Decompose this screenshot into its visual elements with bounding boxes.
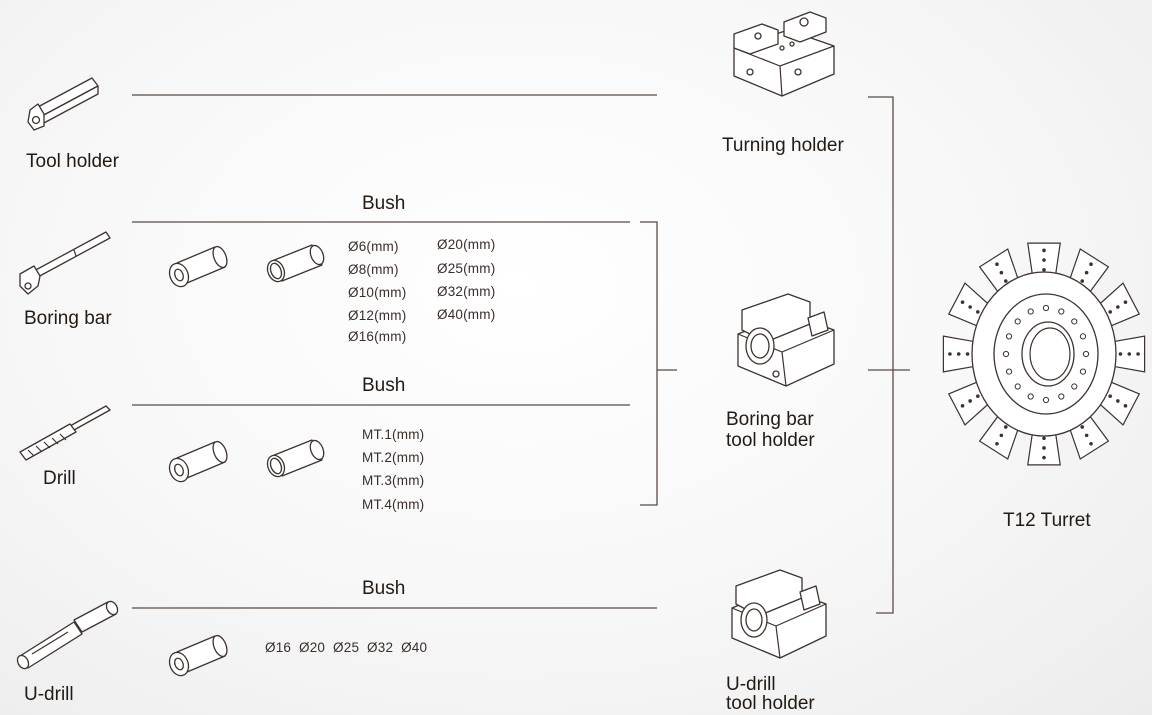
turret-bolt: [1116, 305, 1120, 309]
size-boring-6: Ø20(mm): [437, 237, 496, 252]
turret-bolt: [1080, 279, 1085, 283]
turret-bolt: [968, 305, 972, 309]
turret-bolt: [999, 433, 1004, 438]
turret-bolt: [960, 300, 965, 304]
turret-hole: [1079, 333, 1087, 340]
turret-bolt: [995, 441, 999, 446]
turning-holder-label: Turning holder: [722, 135, 844, 156]
turret-hole: [1014, 318, 1021, 325]
turret-bolt: [1042, 267, 1046, 272]
turret-bolt: [1089, 262, 1093, 267]
bush-icon: [266, 439, 325, 478]
turret-bolt: [960, 404, 965, 408]
size-u-drill: Ø16 Ø20 Ø25 Ø32 Ø40: [265, 640, 428, 655]
turret-bolt: [1084, 433, 1089, 438]
size-boring-5: Ø16(mm): [348, 329, 407, 344]
turret-bolt: [968, 399, 972, 403]
tool-holder-label: Tool holder: [26, 151, 119, 172]
bush-icon: [168, 245, 228, 288]
turret-bolt: [1042, 455, 1046, 460]
u-drill-holder-icon: [731, 569, 827, 659]
turret-hole: [1042, 304, 1050, 312]
turret-bolt: [1042, 446, 1046, 450]
turret-icon: [942, 242, 1146, 466]
size-drill-2: MT.2(mm): [362, 450, 425, 465]
turret-hole: [1079, 368, 1087, 375]
turret-bolt: [1123, 300, 1128, 304]
tool-holder-icon: [27, 77, 99, 131]
turret-bolt: [1042, 248, 1046, 253]
size-drill-1: MT.1(mm): [362, 427, 425, 442]
turret-bolt: [976, 310, 980, 314]
turret-bolt: [999, 270, 1004, 275]
turret-bolt: [976, 394, 980, 398]
turret-bolt: [1118, 352, 1123, 356]
bush-label-u-drill: Bush: [362, 578, 406, 599]
size-drill-4: MT.4(mm): [362, 497, 425, 512]
turret-bolt: [1084, 270, 1089, 275]
bush-label-drill: Bush: [362, 375, 406, 396]
size-boring-8: Ø32(mm): [437, 284, 496, 299]
bush-icon: [168, 440, 228, 483]
u-drill-holder-label-2: tool holder: [726, 693, 815, 714]
bush-icon: [266, 244, 325, 283]
turret-bolt: [948, 352, 952, 356]
turret-hole: [1058, 308, 1065, 315]
size-boring-3: Ø10(mm): [348, 285, 407, 300]
turret-hole: [1058, 393, 1065, 400]
size-boring-1: Ø6(mm): [348, 239, 399, 254]
turret-bolt: [1123, 404, 1128, 408]
turret-hole: [1027, 308, 1034, 315]
turret-bolt: [1042, 258, 1046, 262]
turret-bolt: [1108, 310, 1112, 314]
size-boring-9: Ø40(mm): [437, 307, 496, 322]
turret-bolt: [1136, 352, 1140, 356]
turret-bolt: [1042, 436, 1046, 441]
u-drill-icon: [16, 600, 119, 670]
turret-hole: [1082, 350, 1090, 358]
turret-label: T12 Turret: [1003, 510, 1091, 531]
turret-bolt: [1089, 441, 1093, 446]
turret-hole: [1005, 368, 1013, 375]
turret-hole: [1071, 318, 1078, 325]
boring-bar-holder-label-2: tool holder: [726, 430, 815, 451]
size-boring-4: Ø12(mm): [348, 308, 407, 323]
size-drill-3: MT.3(mm): [362, 473, 425, 488]
drill-label: Drill: [43, 468, 76, 489]
bush-label-boring: Bush: [362, 193, 406, 214]
turning-holder-icon: [733, 11, 835, 97]
turret-hole: [1042, 396, 1050, 404]
turret-bolt: [1127, 352, 1132, 356]
boring-bar-holder-icon: [737, 293, 835, 387]
size-boring-7: Ø25(mm): [437, 261, 496, 276]
turret-bolt: [1003, 425, 1008, 429]
turret-hole: [1002, 350, 1010, 358]
boring-bar-holder-label-1: Boring bar: [726, 409, 814, 430]
turret-bolt: [1116, 399, 1120, 403]
bush-icon: [168, 634, 228, 677]
u-drill-holder-label-1: U-drill: [726, 674, 776, 695]
turret-hole: [1071, 383, 1078, 390]
turret-bolt: [1080, 425, 1085, 429]
turret-bolt: [1108, 394, 1112, 398]
turret-bolt: [1003, 279, 1008, 283]
turret-bolt: [965, 352, 970, 356]
u-drill-label: U-drill: [24, 684, 74, 705]
boring-bar-icon: [19, 231, 111, 295]
turret-bolt: [995, 262, 999, 267]
turret-hole: [1005, 333, 1013, 340]
size-boring-2: Ø8(mm): [348, 262, 399, 277]
drill-icon: [19, 405, 111, 461]
turret-hole: [1014, 383, 1021, 390]
boring-bar-label: Boring bar: [24, 308, 112, 329]
turret-bolt: [956, 352, 961, 356]
turret-hole: [1027, 393, 1034, 400]
